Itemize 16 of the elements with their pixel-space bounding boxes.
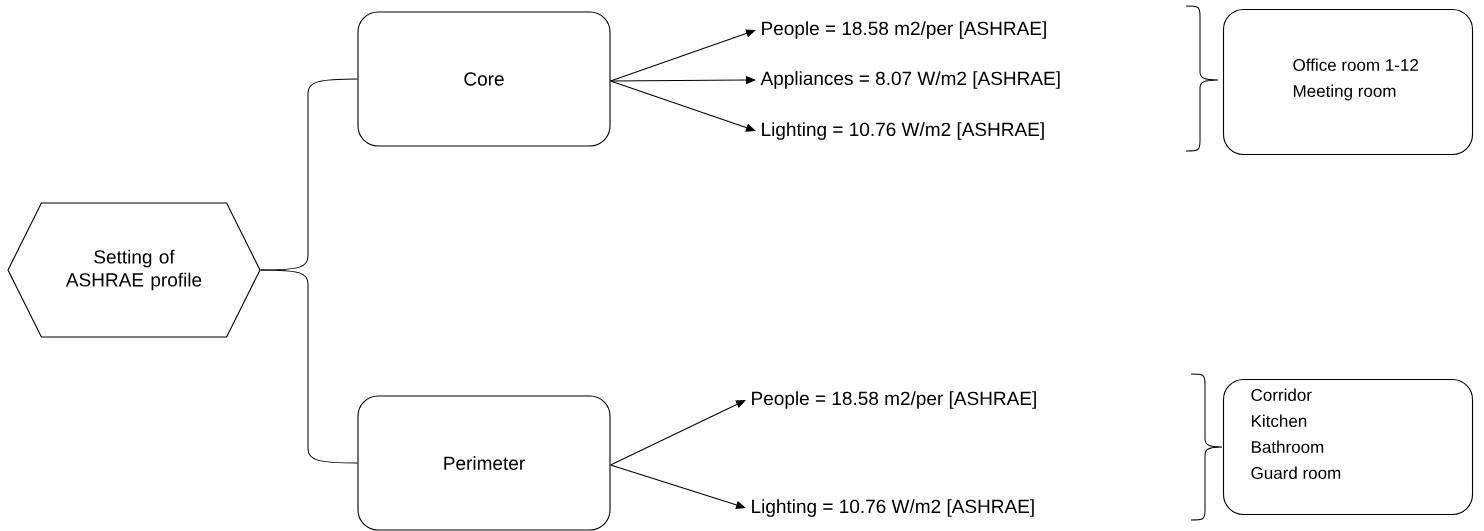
arrow — [610, 80, 756, 132]
arrow — [610, 400, 746, 466]
rounded-box: Core — [357, 11, 611, 147]
value-text: People = 18.58 m2/per [ASHRAE] — [752, 391, 1036, 409]
room-list-box: Corridor Kitchen Bathroom Guard room — [1222, 378, 1474, 516]
hexagon-box: Setting of ASHRAE profile — [7, 202, 261, 338]
value-text: People = 18.58 m2/per [ASHRAE] — [762, 21, 1046, 39]
arrow — [610, 464, 746, 509]
room-list-box: Office room 1-12 Meeting room — [1222, 8, 1474, 156]
rounded-box: Perimeter — [357, 395, 611, 531]
value-text: Lighting = 10.76 W/m2 [ASHRAE] — [752, 499, 1034, 517]
value-text: Appliances = 8.07 W/m2 [ASHRAE] — [760, 71, 1060, 89]
brace-connector — [260, 269, 358, 464]
value-text: Lighting = 10.76 W/m2 [ASHRAE] — [762, 122, 1044, 140]
arrow — [610, 29, 756, 82]
arrow — [610, 76, 756, 84]
